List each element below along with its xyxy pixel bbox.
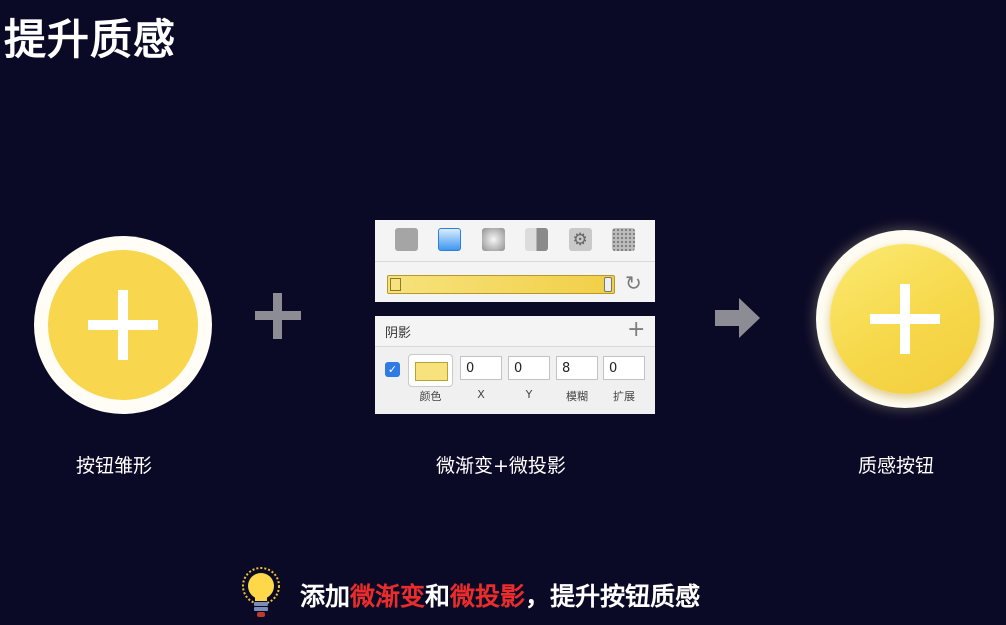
shadow-x-field[interactable]: 0	[460, 356, 502, 380]
tip-highlight-shadow: 微投影	[450, 582, 526, 611]
divider	[375, 261, 655, 262]
tip-part-2: 和	[425, 582, 451, 611]
tip-text: 添加微渐变和微投影，提升按钮质感	[300, 577, 700, 613]
shadow-y-field[interactable]: 0	[508, 356, 550, 380]
gradient-end-stop[interactable]	[604, 277, 612, 292]
angular-gradient-icon[interactable]	[525, 228, 549, 251]
flat-button-demo	[34, 236, 212, 414]
shadow-color-swatch	[415, 362, 448, 381]
spread-label: 扩展	[613, 390, 635, 403]
linear-gradient-icon[interactable]	[438, 228, 462, 251]
fill-type-row: ⚙	[395, 228, 635, 252]
blur-label: 模糊	[566, 390, 588, 403]
x-label: X	[477, 388, 485, 401]
plus-operator-icon	[255, 293, 301, 339]
add-shadow-icon[interactable]: +	[627, 317, 646, 342]
quality-button-demo	[816, 230, 994, 408]
gradient-start-stop[interactable]	[390, 278, 401, 291]
shadow-header: 阴影 +	[375, 316, 655, 347]
shadow-color-well[interactable]	[408, 354, 453, 387]
noise-fill-icon[interactable]	[611, 228, 635, 251]
quality-button-face	[830, 244, 980, 394]
reverse-gradient-icon[interactable]: ↻	[625, 271, 642, 295]
gradient-bar[interactable]	[387, 275, 615, 294]
tip-highlight-gradient: 微渐变	[350, 582, 426, 611]
fill-panel: ⚙ ↻	[375, 220, 655, 302]
shadow-title: 阴影	[385, 326, 412, 341]
plus-icon	[88, 290, 158, 360]
flat-button-caption: 按钮雏形	[76, 455, 153, 477]
flat-button-face	[48, 250, 198, 400]
shadow-enabled-checkbox[interactable]: ✓	[385, 362, 400, 377]
shadow-panel: 阴影 + ✓ 0 0 8 0 颜色 X Y 模糊 扩展	[375, 316, 655, 414]
color-label: 颜色	[419, 390, 442, 403]
solid-fill-icon[interactable]	[395, 228, 418, 251]
tip-part-1: 添加	[300, 582, 351, 611]
quality-button-caption: 质感按钮	[858, 455, 935, 477]
y-label: Y	[525, 388, 533, 401]
plus-icon	[870, 284, 940, 354]
radial-gradient-icon[interactable]	[481, 228, 505, 251]
tip-part-3: ，提升按钮质感	[525, 582, 701, 611]
arrow-right-icon	[715, 298, 760, 338]
shadow-blur-field[interactable]: 8	[556, 356, 598, 380]
pattern-fill-icon[interactable]: ⚙	[568, 228, 592, 251]
lightbulb-icon	[242, 567, 280, 617]
page-title: 提升质感	[4, 15, 177, 64]
effect-caption: 微渐变+微投影	[436, 455, 566, 477]
shadow-spread-field[interactable]: 0	[603, 356, 645, 380]
